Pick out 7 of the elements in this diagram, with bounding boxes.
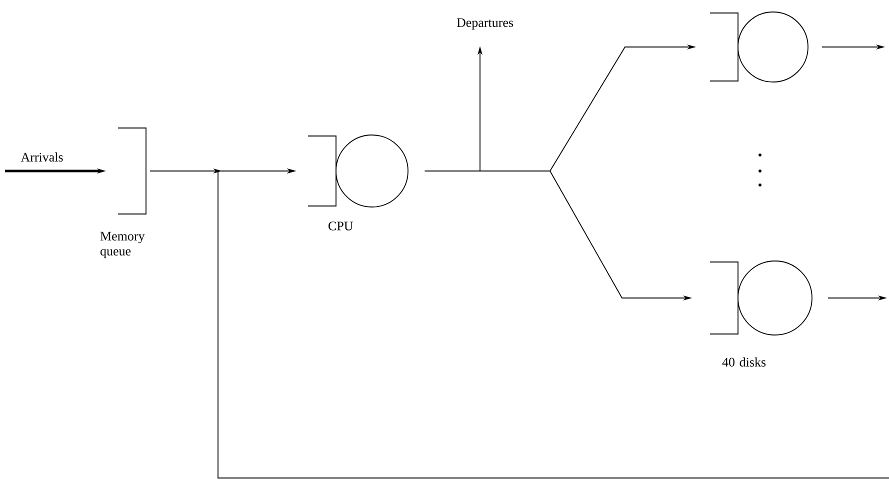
arrow [213, 168, 889, 478]
node-label: CPU [328, 222, 354, 230]
node-label: 40 disks [722, 357, 766, 367]
edge-label: Arrivals [20, 151, 64, 163]
queue-server-symbol [710, 12, 808, 82]
node-label: Departures [456, 18, 514, 30]
node-label: Memory queue [100, 232, 145, 258]
